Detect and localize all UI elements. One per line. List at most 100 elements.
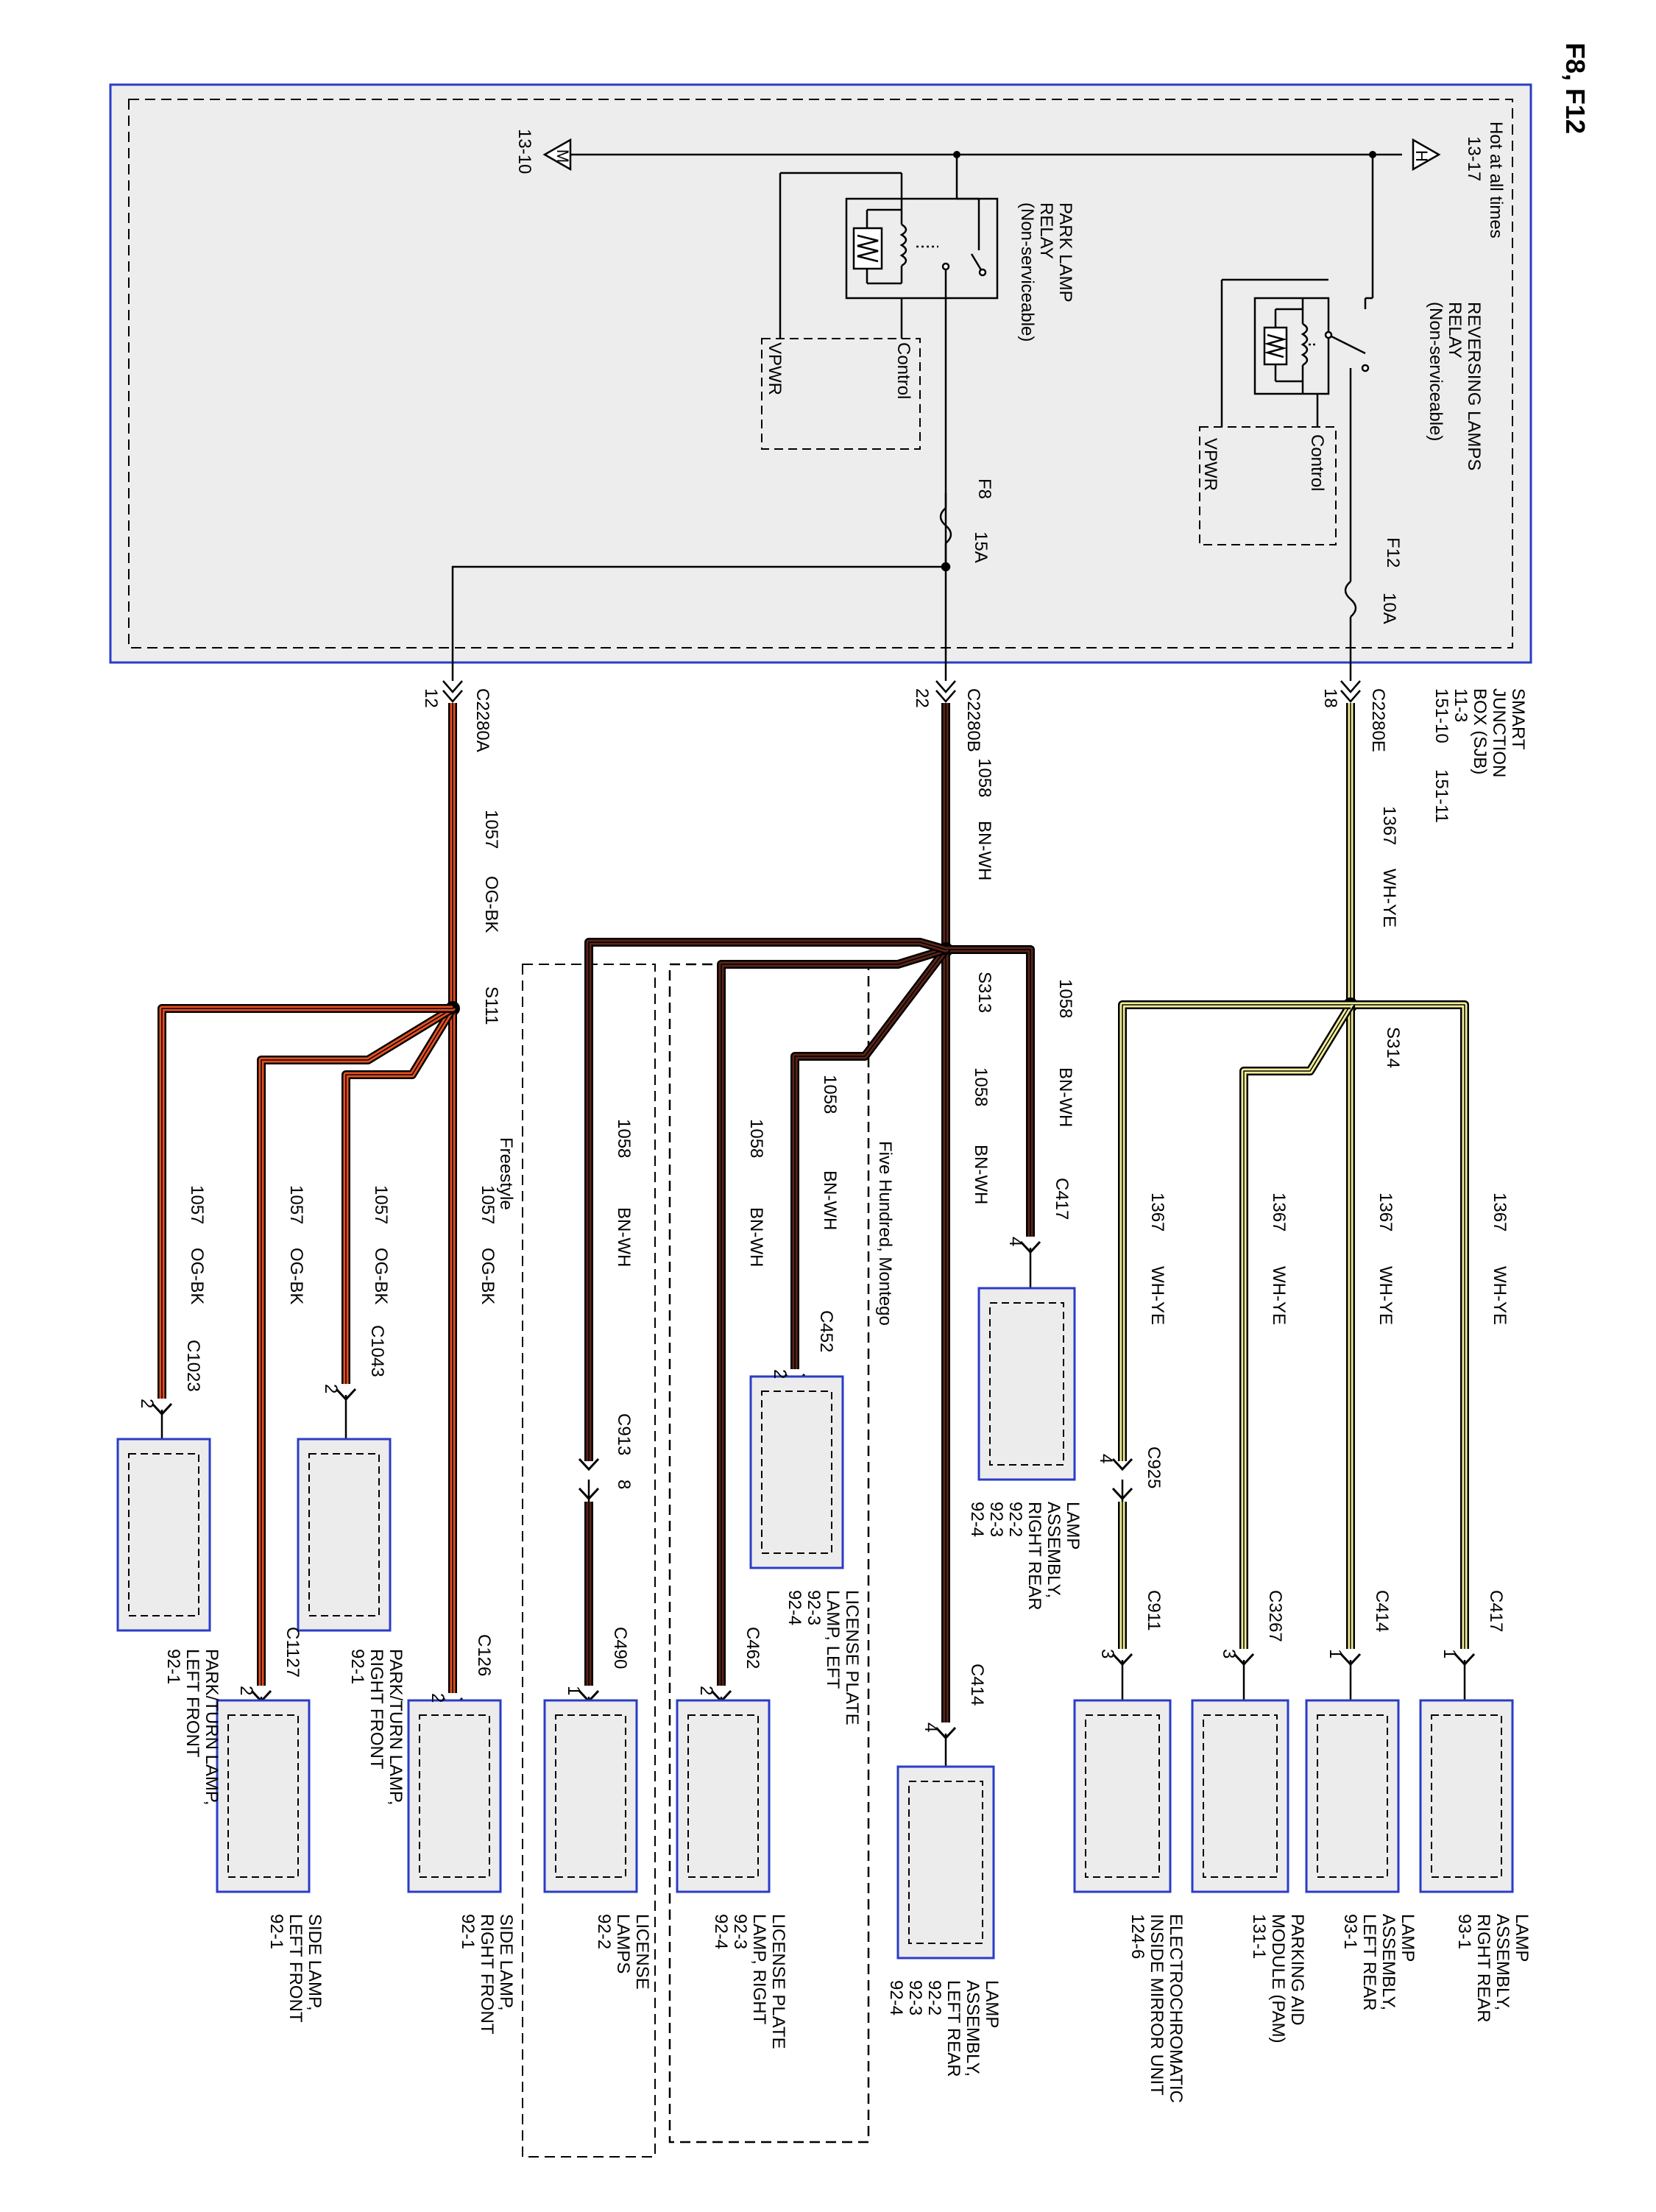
pt-rf-c1043-pin: 2: [321, 1384, 341, 1393]
s111-feed-internal: [451, 565, 946, 681]
branch-mirror: [1118, 1000, 1351, 1461]
branch-mirror-stripe: [1122, 1004, 1351, 1461]
fuse-f8-rating: 15A: [971, 531, 991, 563]
lic-lamps-c490-component-inner: [555, 1714, 626, 1878]
rr-lamp-c417-component: [1419, 1699, 1514, 1893]
lic-lamps-c490-label-line-3: 92-2: [594, 1914, 614, 1949]
rr-park-c417-label-line-3: RIGHT REAR: [1025, 1502, 1044, 1611]
wire-licr-num: 1058: [746, 1119, 766, 1158]
rr-lamp-c417-connector: C417: [1486, 1590, 1506, 1632]
lr-park-c414-label-line-4: 92-2: [924, 1980, 944, 2015]
connector-c2280a-pin: 12: [421, 688, 441, 708]
arrow-c925-b: [1111, 1487, 1133, 1501]
wire-ptlf-color: OG-BK: [187, 1248, 207, 1304]
side-rf-c126-pin: 2: [428, 1693, 447, 1703]
page-header: F8, F12: [1560, 43, 1590, 134]
wire-rr-num: 1367: [1490, 1192, 1510, 1232]
reversing-relay-vpwr: VPWR: [1200, 438, 1220, 491]
wire-siderf-color: OG-BK: [478, 1248, 498, 1304]
side-rf-c126-label-line-2: RIGHT FRONT: [477, 1914, 497, 2035]
park-relay-vpwr: VPWR: [765, 342, 785, 395]
fuse-f12: [1344, 567, 1357, 681]
rr-park-c417-pin: 4: [1005, 1237, 1025, 1246]
arrow-c913-b: [578, 1487, 600, 1501]
lr-lamp-c414-label-line-4: 93-1: [1340, 1914, 1360, 1949]
inline-c913-pin: 8: [614, 1480, 634, 1489]
wire-rrpark-color: BN-WH: [1055, 1067, 1075, 1127]
lr-park-c414-connector: C414: [967, 1664, 987, 1706]
pam-c3267-arrow: [1233, 1653, 1255, 1667]
mirror-c911-pin: 3: [1097, 1649, 1117, 1658]
branch-rr-park-stripe: [946, 949, 1031, 1237]
pt-lf-c1023-arrow: [151, 1402, 173, 1416]
branch-rr-lamp-fill: [1351, 1002, 1468, 1649]
wire-licx-color: BN-WH: [614, 1207, 634, 1267]
hot-bus: H M: [542, 138, 1441, 172]
lr-park-c414-label-line-2: ASSEMBLY,: [963, 1980, 983, 2077]
trunk-1057-num: 1057: [481, 810, 501, 849]
arrow-c925-a: [1111, 1457, 1133, 1471]
trunk-1367-num: 1367: [1379, 806, 1399, 845]
reversing-relay-control-box: [1199, 426, 1337, 545]
pt-lf-c1023-component: [116, 1438, 211, 1632]
side-lf-c1127-connector: C1127: [283, 1627, 302, 1678]
smart-junction-box: [109, 83, 1532, 664]
lic-left-c452-label-line-4: 92-4: [785, 1590, 804, 1625]
wire-siderf-num: 1057: [478, 1185, 498, 1224]
side-rf-c126-label-line-1: SIDE LAMP,: [496, 1914, 516, 2011]
park-relay-control: Control: [894, 342, 913, 399]
inline-c925: C925: [1144, 1446, 1164, 1488]
lic-right-c462-label-line-4: 92-4: [711, 1914, 731, 1949]
rr-lamp-c417-label-line-2: ASSEMBLY,: [1493, 1914, 1512, 2010]
connector-c2280e: C2280E: [1368, 688, 1388, 752]
variant-freestyle: Freestyle: [496, 1137, 516, 1210]
connector-c2280b: C2280B: [963, 688, 983, 752]
pt-lf-c1023-label-line-2: LEFT FRONT: [183, 1649, 202, 1758]
pt-lf-c1023-label-line-1: PARK/TURN LAMP,: [202, 1649, 222, 1806]
side-lf-c1127-pin: 2: [236, 1686, 256, 1695]
hot-at-all-times-label: Hot at all times: [1486, 121, 1506, 238]
sjb-ref-2: 151-10: [1432, 688, 1451, 743]
mirror-c911-label-line-3: 124-6: [1128, 1914, 1147, 1959]
lr-lamp-c414-connector: C414: [1372, 1590, 1392, 1632]
mirror-c911-component: [1073, 1699, 1172, 1893]
hot-reference: 13-17: [1464, 136, 1484, 181]
rr-lamp-c417-arrow: [1454, 1653, 1476, 1667]
branch-lic-left-fill: [792, 947, 948, 1369]
lic-left-c452-pin: 2: [770, 1369, 790, 1379]
park-relay-title-3: (Non-serviceable): [1017, 202, 1037, 342]
wire-licx-num: 1058: [614, 1119, 634, 1158]
trunk-1058-color: BN-WH: [974, 821, 994, 880]
connector-c2280b-pin: 22: [912, 688, 932, 708]
pt-lf-c1023-connector: C1023: [183, 1340, 203, 1392]
branch-lic-right-stripe: [721, 949, 946, 1686]
ground-symbol-label: M: [553, 149, 572, 163]
lic-lamps-c490-label-line-2: LAMPS: [613, 1914, 633, 1974]
pt-lf-c1023-component-inner: [128, 1453, 199, 1616]
lic-left-c452-label-line-1: LICENSE PLATE: [842, 1590, 862, 1725]
fuse-f8-name: F8: [974, 478, 994, 499]
inline-c913: C913: [614, 1413, 634, 1455]
wire-lrpark-color: BN-WH: [971, 1145, 991, 1204]
reversing-relay-control: Control: [1307, 434, 1327, 491]
reversing-relay-title-1: REVERSING LAMPS: [1464, 302, 1484, 470]
lic-right-c462-label-line-3: 92-3: [730, 1914, 750, 1949]
rr-park-c417-label-line-4: 92-2: [1005, 1502, 1025, 1537]
wire-pam-color: WH-YE: [1269, 1266, 1289, 1325]
mirror-c911-component-inner: [1085, 1714, 1160, 1878]
side-lf-c1127-component-inner: [227, 1714, 299, 1878]
lr-park-c414-label-line-3: LEFT REAR: [944, 1980, 963, 2077]
rr-park-c417-arrow: [1019, 1240, 1041, 1254]
wire-layer: [116, 703, 1514, 1960]
branch-pt-lf-stripe: [161, 1008, 453, 1399]
wire-sidelf-color: OG-BK: [286, 1248, 306, 1304]
pt-rf-c1043-label-line-2: RIGHT FRONT: [367, 1649, 386, 1770]
sjb-title-line-1: SMART: [1508, 688, 1528, 750]
lr-lamp-c414-label-line-1: LAMP: [1398, 1914, 1418, 1962]
side-lf-c1127-label-line-2: LEFT FRONT: [286, 1914, 305, 2023]
reversing-relay-title-3: (Non-serviceable): [1426, 302, 1446, 441]
lic-right-c462-connector: C462: [743, 1627, 762, 1669]
wire-mir-num: 1367: [1147, 1192, 1167, 1232]
connector-c2280a: C2280A: [473, 688, 492, 752]
